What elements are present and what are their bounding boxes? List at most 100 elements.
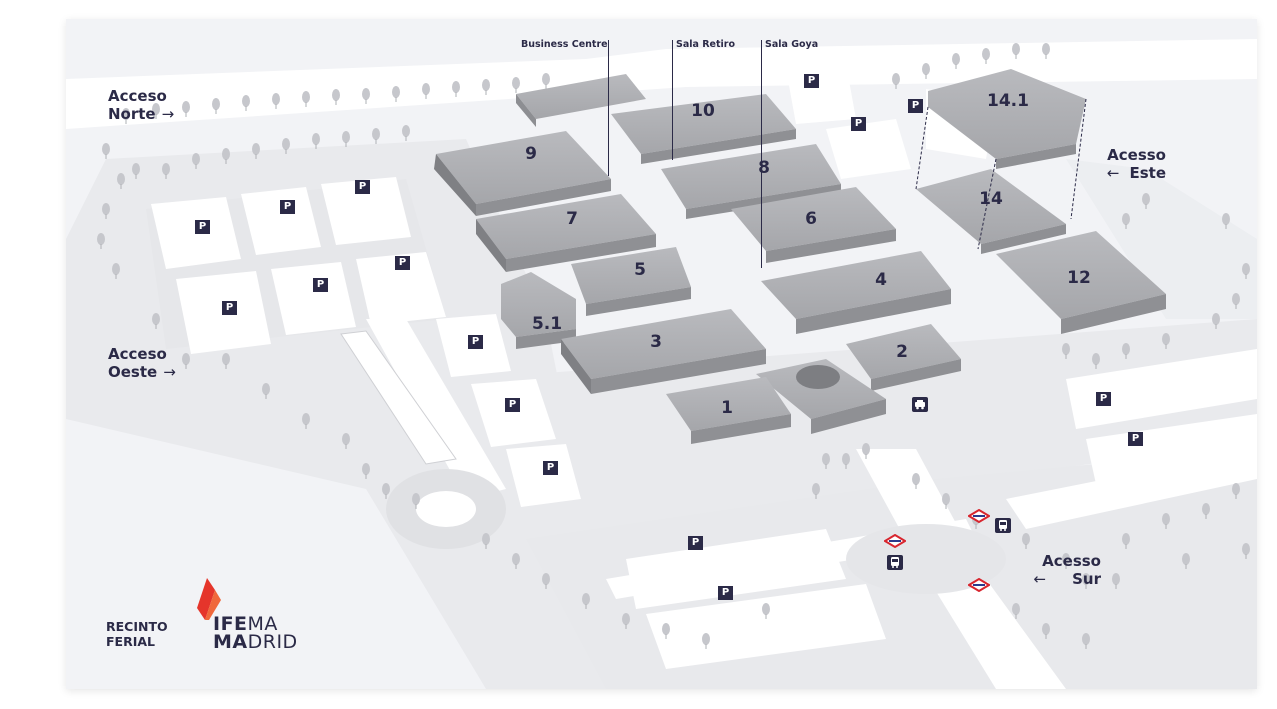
bus-icon[interactable]	[887, 555, 903, 570]
hall-3-label[interactable]: 3	[650, 332, 662, 352]
logo-ifema-rest: MA	[247, 613, 278, 635]
hall-10-label[interactable]: 10	[691, 101, 715, 121]
access-oeste-line2: Oeste	[108, 363, 158, 381]
hall-1-label[interactable]: 1	[721, 398, 733, 418]
tree	[1012, 603, 1020, 615]
bus-icon[interactable]	[995, 518, 1011, 533]
tree	[912, 473, 920, 485]
tree	[1182, 553, 1190, 565]
tree	[212, 98, 220, 110]
parking-icon[interactable]: P	[313, 278, 328, 292]
access-este[interactable]: Acesso ←Este	[1080, 146, 1166, 182]
tree	[152, 103, 160, 115]
hall-9-label[interactable]: 9	[525, 144, 537, 164]
hall-4-label[interactable]: 4	[875, 270, 887, 290]
hall-labels: 9 10 8 7 6 5 5.1 4 3 2 1 14.1 14 12	[525, 91, 1091, 418]
hall-12-label[interactable]: 12	[1067, 268, 1091, 288]
parking-icon[interactable]: P	[851, 117, 866, 131]
tree	[1142, 193, 1150, 205]
tree	[452, 81, 460, 93]
parking-icon[interactable]: P	[468, 335, 483, 349]
parking-icon[interactable]: P	[395, 256, 410, 270]
parking-icon[interactable]: P	[195, 220, 210, 234]
tree	[842, 453, 850, 465]
sala-retiro-label[interactable]: Sala Retiro	[676, 39, 735, 50]
tree	[272, 93, 280, 105]
taxi-icon[interactable]	[912, 397, 928, 412]
tree	[1082, 573, 1090, 585]
tree	[362, 88, 370, 100]
tree	[372, 128, 380, 140]
tree	[402, 125, 410, 137]
access-este-line1: Acesso	[1107, 146, 1166, 164]
tree	[1112, 573, 1120, 585]
tree	[922, 63, 930, 75]
tree	[392, 86, 400, 98]
logo-madrid-bold: MA	[213, 631, 248, 653]
parking-icon[interactable]: P	[804, 74, 819, 88]
parking-icon[interactable]: P	[222, 301, 237, 315]
venue-map: 9 10 8 7 6 5 5.1 4 3 2 1 14.1 14 12	[66, 39, 1257, 689]
parking-icon[interactable]: P	[908, 99, 923, 113]
parking-icon[interactable]: P	[543, 461, 558, 475]
business-centre-label[interactable]: Business Centre	[521, 39, 608, 50]
tree	[252, 143, 260, 155]
access-norte[interactable]: Acceso Norte→	[108, 87, 174, 123]
access-oeste[interactable]: Acceso Oeste→	[108, 345, 176, 381]
logo-madrid-rest: DRID	[247, 631, 298, 653]
tree	[1042, 43, 1050, 55]
tree	[582, 593, 590, 605]
hall-6-label[interactable]: 6	[805, 209, 817, 229]
tree	[1082, 633, 1090, 645]
parking-icon[interactable]: P	[688, 536, 703, 550]
hall-8-label[interactable]: 8	[758, 158, 770, 178]
tree	[1162, 333, 1170, 345]
tree	[1122, 533, 1130, 545]
tree	[812, 483, 820, 495]
metro-icon[interactable]	[968, 578, 990, 592]
tree	[1232, 483, 1240, 495]
parking-icon[interactable]: P	[1128, 432, 1143, 446]
tree	[362, 463, 370, 475]
map-canvas[interactable]: 9 10 8 7 6 5 5.1 4 3 2 1 14.1 14 12	[66, 19, 1257, 689]
tree	[1202, 503, 1210, 515]
parking-lots	[151, 64, 1257, 669]
tree	[152, 313, 160, 325]
metro-icon[interactable]	[884, 534, 906, 548]
hall-14-label[interactable]: 14	[979, 189, 1003, 209]
parking-icon[interactable]: P	[1096, 392, 1111, 406]
sala-retiro-leader	[672, 40, 673, 160]
tree	[512, 77, 520, 89]
hall-5-label[interactable]: 5	[634, 260, 646, 280]
tree	[282, 138, 290, 150]
logo-recinto: RECINTO	[106, 619, 168, 634]
access-sur[interactable]: Acesso ←Sur	[1015, 552, 1101, 588]
parking-icon[interactable]: P	[505, 398, 520, 412]
parking-icon[interactable]: P	[355, 180, 370, 194]
tree	[1242, 543, 1250, 555]
tree	[1232, 293, 1240, 305]
tree	[892, 73, 900, 85]
arrow-left-icon: ←	[1106, 164, 1120, 182]
hall-5-1-label[interactable]: 5.1	[532, 314, 562, 334]
parking-icon[interactable]: P	[280, 200, 295, 214]
tree	[942, 493, 950, 505]
tree	[112, 263, 120, 275]
access-sur-line1: Acesso	[1042, 552, 1101, 570]
metro-icon[interactable]	[968, 509, 990, 523]
hall-7-label[interactable]: 7	[566, 209, 578, 229]
tree	[412, 493, 420, 505]
tree	[122, 108, 130, 120]
tree	[242, 95, 250, 107]
arrow-right-icon: →	[163, 363, 176, 381]
access-norte-line2: Norte	[108, 105, 156, 123]
tree	[1242, 263, 1250, 275]
parking-icon[interactable]: P	[718, 586, 733, 600]
tree	[117, 173, 125, 185]
hall-14-1-label[interactable]: 14.1	[987, 91, 1029, 111]
tree	[222, 148, 230, 160]
sala-goya-label[interactable]: Sala Goya	[765, 39, 819, 50]
tree	[312, 133, 320, 145]
hall-2-label[interactable]: 2	[896, 342, 908, 362]
business-centre-leader	[608, 40, 609, 176]
